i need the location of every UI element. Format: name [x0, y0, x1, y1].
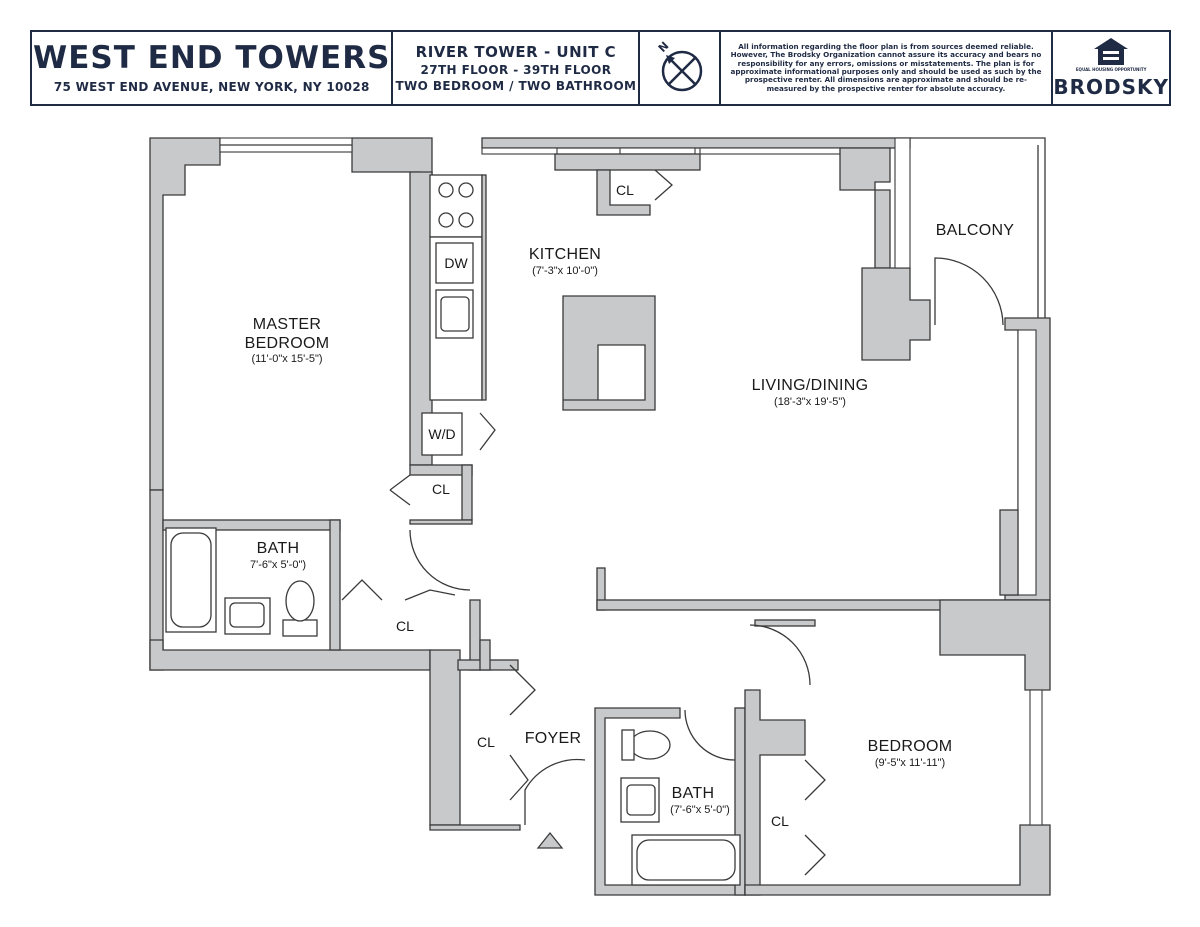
bedroom-walls: [744, 689, 1051, 896]
master-bedroom-dims: (11'-0"x 15'-5"): [251, 353, 322, 365]
closet-label-master: CL: [396, 618, 414, 634]
central-walls: [389, 464, 521, 831]
north-arrow-icon: N: [656, 39, 703, 92]
brodsky-logo: BRODSKY: [1053, 75, 1169, 99]
equal-housing-icon: [1094, 38, 1129, 65]
master-bath-label: BATH: [257, 540, 300, 557]
foyer-area: [509, 664, 586, 849]
unit-cell: RIVER TOWER - UNIT C 27TH FLOOR - 39TH F…: [393, 32, 641, 104]
master-bath: [162, 519, 341, 651]
foyer-label: FOYER: [525, 730, 582, 747]
title-block: WEST END TOWERS 75 WEST END AVENUE, NEW …: [30, 30, 1171, 106]
living-dining-dims: (18'-3"x 19'-5"): [774, 396, 846, 408]
building-name: WEST END TOWERS: [33, 39, 391, 76]
bath-2: [594, 707, 746, 896]
closet-label-bedroom: CL: [771, 813, 789, 829]
building-address: 75 WEST END AVENUE, NEW YORK, NY 10028: [53, 79, 370, 94]
living-dining-walls: [596, 317, 1051, 691]
kitchen-area: [421, 137, 931, 456]
unit-title: RIVER TOWER - UNIT C: [415, 43, 617, 61]
disclaimer-text: All information regarding the floor plan…: [730, 41, 1042, 93]
unit-floors: 27TH FLOOR - 39TH FLOOR: [420, 63, 612, 77]
closet-label-hall: CL: [432, 481, 450, 497]
compass-cell: N: [640, 32, 721, 104]
logo-cell: EQUAL HOUSING OPPORTUNITY BRODSKY: [1053, 32, 1169, 104]
kitchen-label: KITCHEN: [529, 246, 601, 263]
master-bedroom-label-1: MASTER: [253, 316, 321, 333]
dishwasher-label: DW: [444, 255, 468, 271]
kitchen-dims: (7'-3"x 10'-0"): [532, 265, 598, 277]
master-bedroom-walls: [149, 137, 433, 671]
unit-layout: TWO BEDROOM / TWO BATHROOM: [395, 79, 637, 93]
balcony-label: BALCONY: [936, 222, 1015, 239]
closet-label-kitchen: CL: [616, 182, 634, 198]
bedroom-label: BEDROOM: [868, 738, 953, 755]
living-dining-label: LIVING/DINING: [752, 377, 869, 394]
master-bedroom-door: [409, 529, 471, 591]
bath-2-dims: (7'-6"x 5'-0"): [670, 804, 730, 816]
master-bedroom-label-2: BEDROOM: [245, 335, 330, 352]
equal-housing-text: EQUAL HOUSING OPPORTUNITY: [1075, 67, 1147, 72]
bedroom-dims: (9'-5"x 11'-11"): [875, 757, 945, 769]
disclaimer-cell: All information regarding the floor plan…: [721, 32, 1054, 104]
building-cell: WEST END TOWERS 75 WEST END AVENUE, NEW …: [32, 32, 394, 104]
master-bath-dims: 7'-6"x 5'-0"): [250, 559, 306, 571]
bath-2-label: BATH: [672, 785, 715, 802]
closet-door-master-2: [404, 589, 456, 601]
balcony-area: [910, 137, 1046, 326]
closet-door-master: [341, 579, 383, 601]
closet-label-foyer: CL: [477, 734, 495, 750]
washer-dryer-label: W/D: [428, 426, 455, 442]
